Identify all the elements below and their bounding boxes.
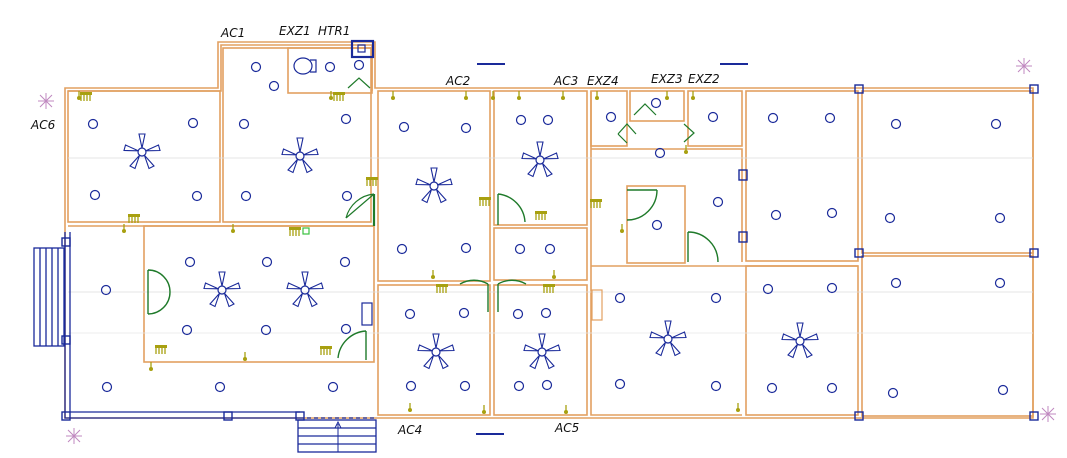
doors (147, 77, 719, 360)
five-blade-fan-icon (523, 333, 561, 370)
light-points (87, 59, 1009, 399)
label-exz4: EXZ4 (587, 74, 619, 88)
five-blade-fan-icon (521, 141, 559, 178)
equipment-labels: AC1 EXZ1 HTR1 AC2 AC3 EXZ4 EXZ3 EXZ2 AC6… (30, 24, 720, 437)
five-blade-fan-icon (281, 137, 319, 174)
five-blade-fan-icon (781, 322, 819, 359)
reference-lines (68, 157, 1033, 334)
label-ac2: AC2 (445, 74, 470, 88)
boundary-line (64, 232, 375, 419)
steps-bottom (297, 419, 377, 453)
panel-markers (361, 289, 603, 326)
label-exz3: EXZ3 (651, 72, 683, 86)
label-ac6: AC6 (30, 118, 56, 132)
socket-points (76, 90, 741, 415)
five-blade-fan-icon (203, 271, 241, 308)
walls (64, 41, 1034, 419)
five-blade-fan-icon (286, 271, 324, 308)
five-blade-fan-icon (649, 320, 687, 357)
label-ac4: AC4 (397, 423, 422, 437)
label-exz1: EXZ1 (279, 24, 311, 38)
label-exz2: EXZ2 (688, 72, 720, 86)
earthing-symbols (38, 58, 1056, 444)
five-blade-fan-icon (417, 333, 455, 370)
label-ac3: AC3 (553, 74, 578, 88)
label-htr1: HTR1 (318, 24, 350, 38)
window-marks (476, 63, 748, 435)
junction-box (302, 227, 310, 235)
steps-left (33, 247, 65, 347)
label-ac1: AC1 (220, 26, 245, 40)
five-blade-fan-icon (123, 133, 161, 170)
heater-unit (293, 39, 375, 75)
switch-boards (79, 91, 603, 356)
five-blade-fan-icon (415, 167, 453, 204)
label-ac5: AC5 (554, 421, 579, 435)
columns (61, 84, 1039, 421)
